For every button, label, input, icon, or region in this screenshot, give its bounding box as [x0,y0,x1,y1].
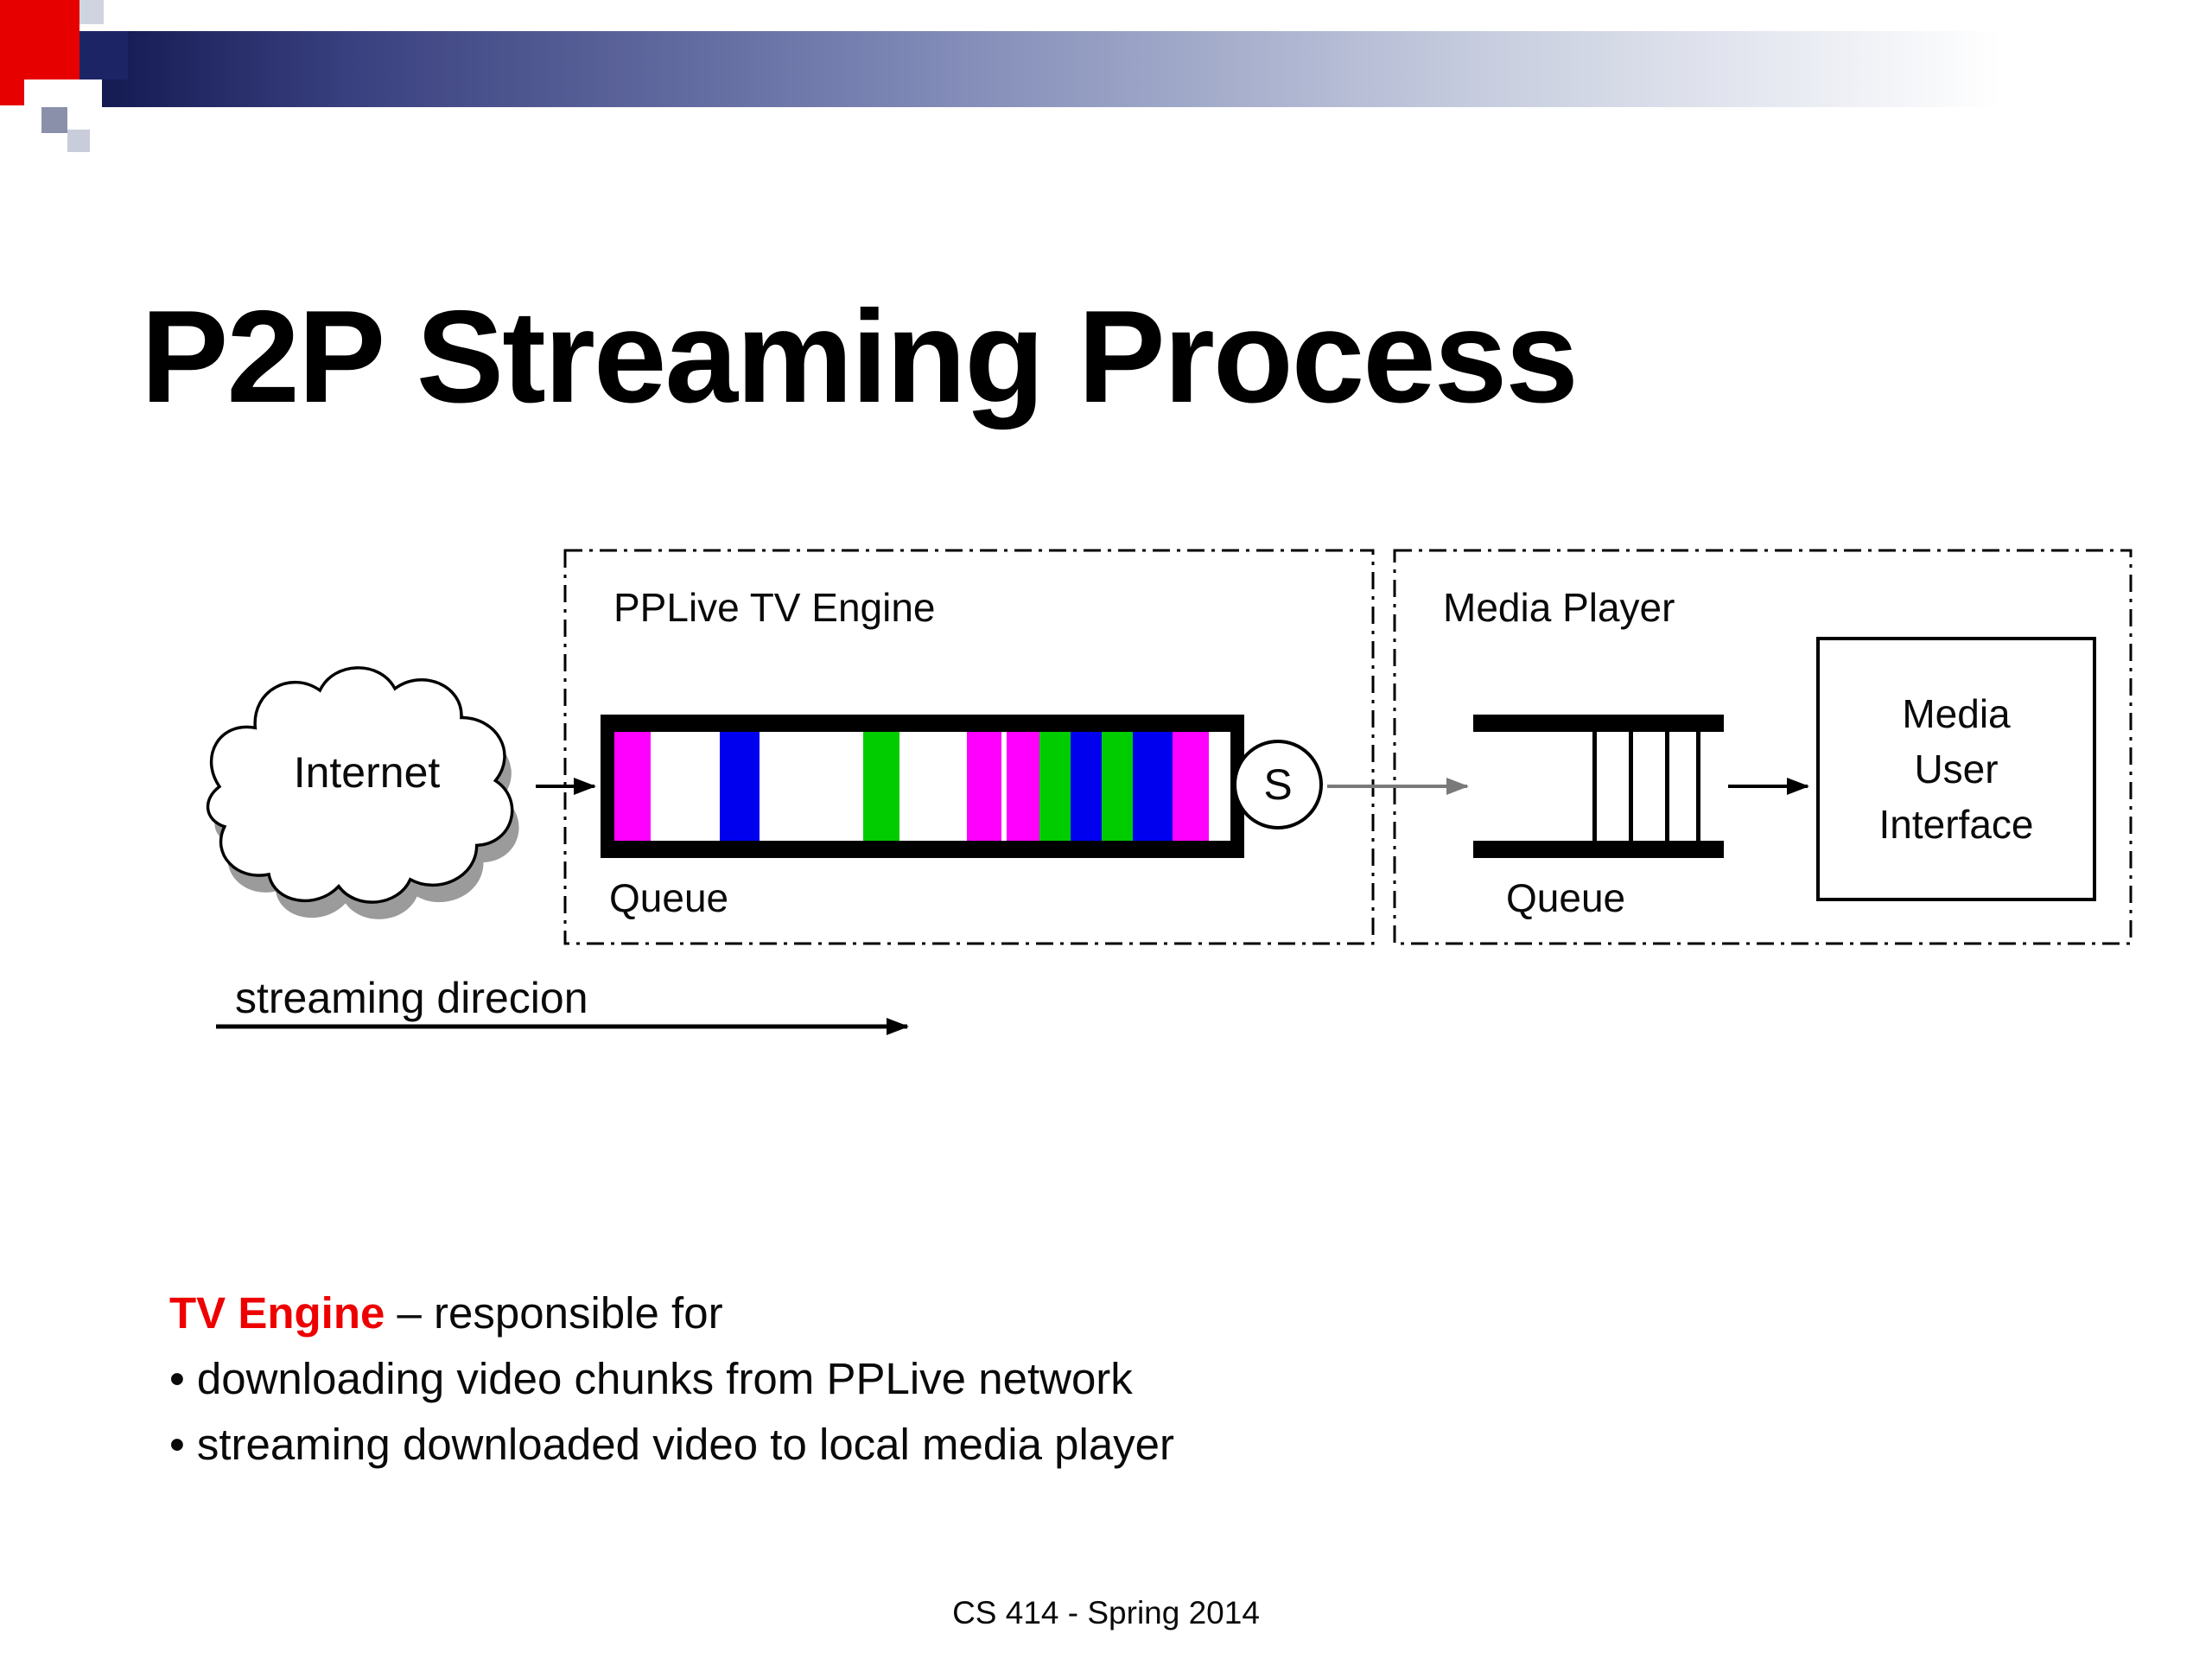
bullet-marker: • [169,1354,185,1403]
streaming-direction-label: streaming direcion [235,974,588,1022]
notes-heading: TV Engine – responsible for [169,1281,1174,1346]
tv-queue-chunks [614,732,1230,841]
queue-chunk [1209,732,1230,841]
header-gradient-band [102,31,2212,107]
mui-line-2: User [1914,747,1999,791]
queue-chunk [651,732,720,841]
bullet-item: •streaming downloaded video to local med… [169,1412,1174,1478]
cloud-outline [206,666,514,904]
header-navy-square [79,31,128,79]
tv-engine-box-border [563,549,1375,945]
header-light-square-2 [67,130,90,152]
internet-label: Internet [293,747,441,797]
mui-line-1: Media [1902,691,2011,736]
cloud-shape-icon [206,666,519,919]
page-title: P2P Streaming Process [141,283,1579,430]
queue-item-tick [1665,732,1669,841]
media-player-box-border [1393,549,2133,945]
queue-item-tick [1629,732,1633,841]
queue-chunk [1039,732,1071,841]
queue-chunk [863,732,899,841]
header-light-square [79,0,104,24]
tv-queue-label: Queue [609,875,729,920]
queue-chunk [967,732,1001,841]
queue-chunk [1001,732,1007,841]
bullet-item: •downloading video chunks from PPLive ne… [169,1346,1174,1412]
slide-footer: CS 414 - Spring 2014 [952,1595,1260,1630]
internet-cloud: Internet [166,629,568,927]
server-label: S [1263,760,1293,809]
media-queue-items [1473,732,1724,841]
queue-chunk [899,732,967,841]
queue-chunk [720,732,760,841]
bullet-text: streaming downloaded video to local medi… [196,1420,1175,1469]
media-queue-label: Queue [1506,875,1626,920]
queue-chunk [1071,732,1102,841]
tv-engine-accent: TV Engine [169,1288,385,1338]
mui-line-3: Interface [1878,802,2034,847]
server-circle: S [1233,740,1323,830]
queue-chunk [760,732,863,841]
media-player-queue [1473,715,1724,858]
media-player-title: Media Player [1443,585,1675,630]
queue-chunk [1173,732,1209,841]
bullet-text: downloading video chunks from PPLive net… [196,1354,1133,1403]
tv-engine-queue [601,715,1244,858]
queue-chunk [1007,732,1039,841]
queue-chunk [614,732,651,841]
notes-block: TV Engine – responsible for •downloading… [169,1281,1174,1478]
header-red-square-small [0,79,24,105]
queue-chunk [1133,732,1173,841]
queue-item-tick [1696,732,1700,841]
header-red-square [0,0,79,79]
queue-chunk [1102,732,1133,841]
bullet-marker: • [169,1420,185,1469]
notes-heading-rest: – responsible for [385,1288,723,1338]
header-gray-square [41,107,67,133]
media-user-interface-box: Media User Interface [1816,637,2096,901]
queue-item-tick [1592,732,1597,841]
tv-engine-title: PPLive TV Engine [613,585,936,630]
